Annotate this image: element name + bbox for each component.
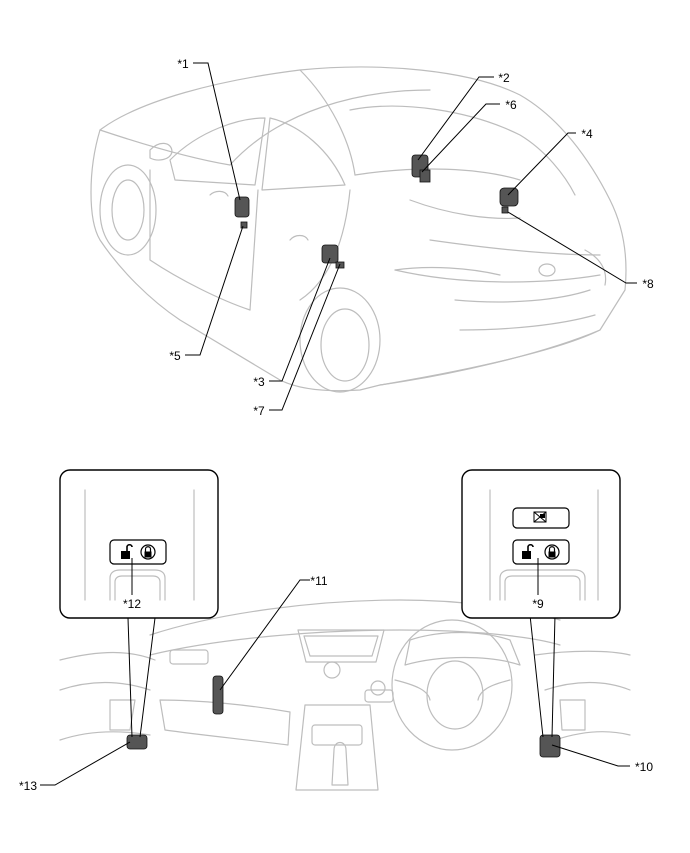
callout-5: *5	[169, 349, 181, 363]
callout-10: *10	[635, 760, 653, 774]
inset-detail-left: *12	[59, 469, 219, 738]
door-lock-assembly-rear-left	[321, 244, 345, 269]
callout-1: *1	[177, 57, 189, 71]
callout-6: *6	[505, 98, 517, 112]
door-control-switch-right	[539, 734, 561, 758]
callout-11: *11	[310, 574, 327, 588]
callout-7: *7	[253, 404, 265, 418]
exterior-leader-lines	[185, 62, 637, 411]
padlock-closed-icon	[544, 544, 560, 560]
callout-9: *9	[532, 597, 544, 611]
padlock-closed-icon	[140, 544, 156, 560]
window-lock-icon	[533, 511, 547, 523]
callout-13: *13	[19, 779, 37, 793]
interior-leader-lines	[40, 579, 630, 786]
door-control-switch-left	[126, 734, 148, 750]
callout-2: *2	[498, 71, 510, 85]
door-lock-assembly-front-left	[234, 196, 250, 229]
interior-dashboard-illustration	[59, 599, 631, 791]
lock-switch-panel-right	[512, 539, 570, 565]
callout-4: *4	[581, 127, 593, 141]
door-lock-assembly-rear-right	[499, 187, 519, 214]
callout-8: *8	[642, 277, 654, 291]
lock-switch-panel-left	[109, 539, 167, 565]
car-exterior-illustration	[90, 66, 627, 393]
padlock-open-icon	[121, 543, 133, 559]
door-lock-assembly-front-right	[411, 154, 431, 183]
padlock-open-icon	[522, 543, 534, 559]
callout-3: *3	[253, 375, 265, 389]
control-unit-part-11	[212, 675, 224, 715]
inset-detail-right: *9	[461, 469, 621, 738]
callout-12: *12	[123, 597, 141, 611]
